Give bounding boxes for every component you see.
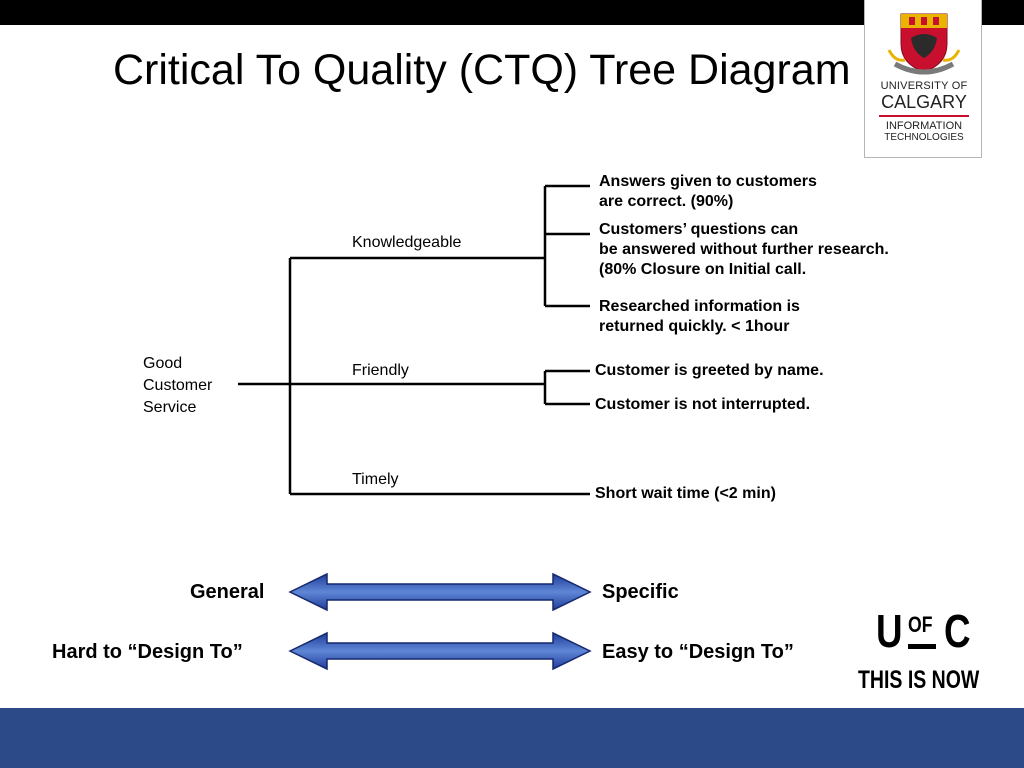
bottom-bar bbox=[0, 708, 1024, 768]
logo-line-technologies: TECHNOLOGIES bbox=[884, 132, 964, 143]
root-node-line-2: Customer bbox=[143, 377, 213, 394]
crest-icon bbox=[887, 13, 961, 75]
brand-u: U bbox=[876, 605, 903, 657]
scale-easy-label: Easy to “Design To” bbox=[602, 641, 794, 663]
leaf-questions-line-3: (80% Closure on Initial call. bbox=[599, 261, 807, 278]
logo-line-calgary: CALGARY bbox=[881, 92, 967, 112]
leaf-not-interrupted: Customer is not interrupted. bbox=[595, 396, 811, 413]
double-arrow-icon-2 bbox=[288, 631, 592, 671]
top-bar bbox=[0, 0, 1024, 25]
logo-divider bbox=[879, 115, 969, 117]
scale-general-label: General bbox=[190, 581, 265, 603]
leaf-questions-line-2: be answered without further research. bbox=[599, 241, 889, 258]
scale-hard-label: Hard to “Design To” bbox=[52, 641, 243, 663]
leaf-greeted: Customer is greeted by name. bbox=[595, 362, 824, 379]
uofc-brand-mark: U OF C THIS IS NOW bbox=[858, 606, 998, 696]
scale-specific-label: Specific bbox=[602, 581, 679, 603]
leaf-researched-line-2: returned quickly. < 1hour bbox=[599, 318, 790, 335]
leaf-answers-line-1: Answers given to customers bbox=[599, 173, 817, 190]
slide-title: Critical To Quality (CTQ) Tree Diagram bbox=[113, 46, 851, 94]
leaf-questions-line-1: Customers’ questions can bbox=[599, 221, 799, 238]
branch-timely-label: Timely bbox=[352, 471, 399, 488]
double-arrow-icon-1 bbox=[288, 572, 592, 612]
university-logo: UNIVERSITY OF CALGARY INFORMATION TECHNO… bbox=[864, 0, 982, 158]
root-node-line-3: Service bbox=[143, 399, 197, 416]
brand-tagline: THIS IS NOW bbox=[858, 666, 980, 694]
brand-of: OF bbox=[908, 612, 933, 637]
brand-c: C bbox=[944, 605, 971, 657]
logo-line-information: INFORMATION bbox=[885, 120, 963, 132]
leaf-answers-line-2: are correct. (90%) bbox=[599, 193, 734, 210]
branch-knowledgeable-label: Knowledgeable bbox=[352, 234, 462, 251]
brand-of-underline bbox=[908, 644, 936, 649]
root-node-line-1: Good bbox=[143, 355, 183, 372]
logo-line-university: UNIVERSITY OF bbox=[880, 80, 968, 92]
leaf-researched-line-1: Researched information is bbox=[599, 298, 800, 315]
branch-friendly-label: Friendly bbox=[352, 362, 409, 379]
leaf-wait-time: Short wait time (<2 min) bbox=[595, 485, 776, 502]
